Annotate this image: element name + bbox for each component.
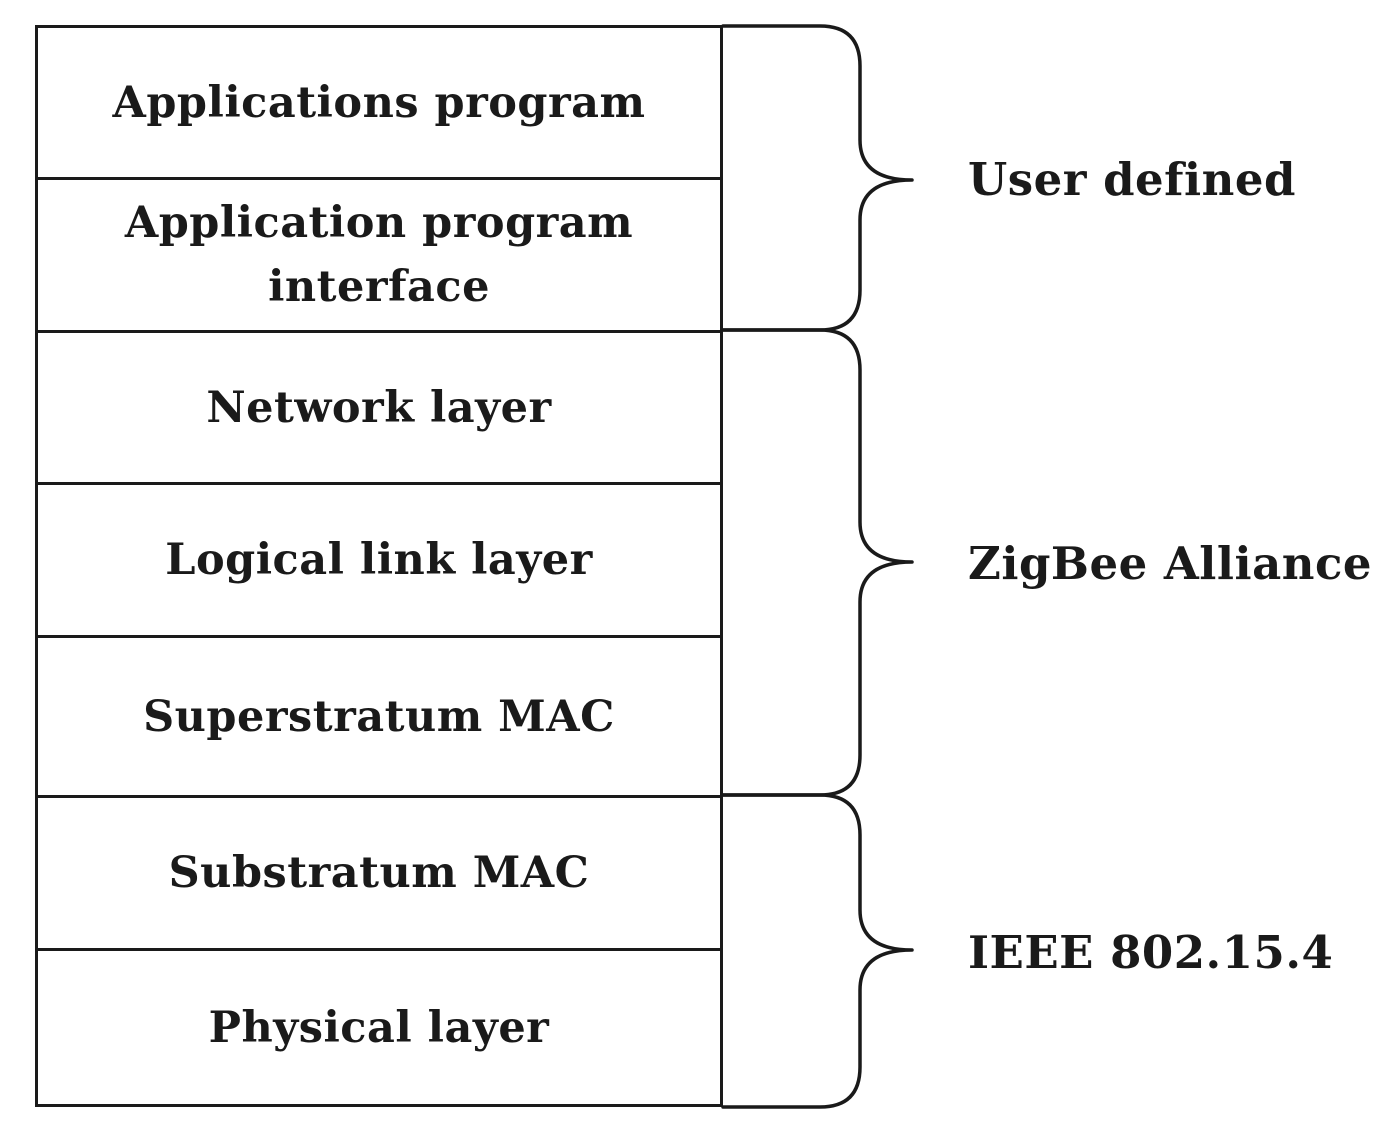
group-label-zigbee-alliance: ZigBee Alliance [968,537,1372,590]
layer-label: Network layer [206,382,552,433]
group-label-ieee-802-15-4: IEEE 802.15.4 [968,926,1334,979]
layer-logical-link: Logical link layer [38,485,720,638]
group-label-user-defined: User defined [968,153,1296,206]
layer-label: Application program interface [124,198,634,312]
brace-zigbee-alliance [721,328,914,797]
layer-applications-program: Applications program [38,28,720,180]
layer-label: Physical layer [208,1002,550,1053]
layer-label: Superstratum MAC [143,691,615,742]
brace-user-defined [721,24,914,332]
layer-superstratum-mac: Superstratum MAC [38,638,720,798]
layer-label: Substratum MAC [168,848,590,898]
protocol-stack: Applications program Application program… [35,25,723,1107]
layer-physical: Physical layer [38,951,720,1104]
layer-network: Network layer [38,333,720,485]
layer-label: Applications program [112,77,646,128]
layer-substratum-mac: Substratum MAC [38,798,720,951]
layer-label: Logical link layer [165,535,593,585]
brace-ieee-802-15-4 [721,793,914,1109]
layer-application-program-interface: Application program interface [38,180,720,333]
